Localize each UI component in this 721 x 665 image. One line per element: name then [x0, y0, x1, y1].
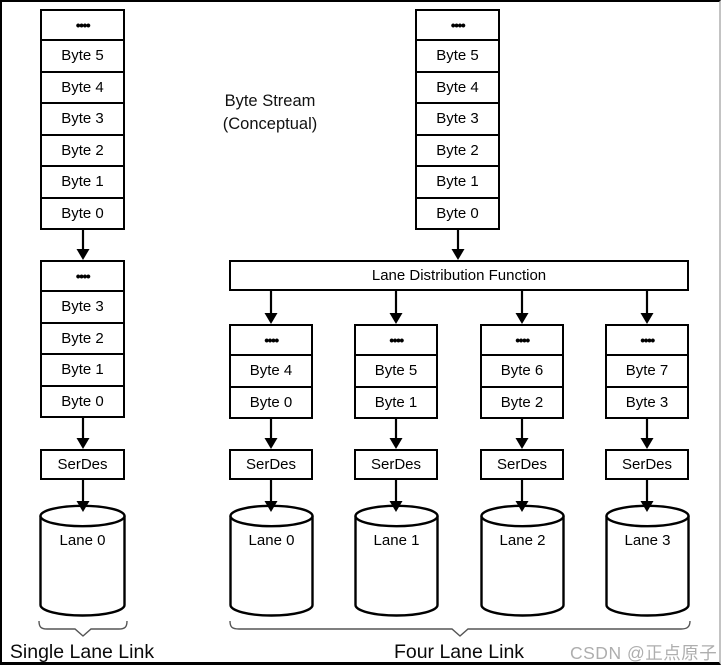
lane-distribution-box: Lane Distribution Function — [229, 260, 689, 291]
arrow-down-icon — [264, 417, 278, 449]
byte-cell: Byte 3 — [607, 385, 687, 418]
arrow-down-icon — [451, 228, 464, 260]
ellipsis-icon: •••• — [450, 17, 466, 33]
byte-cell: Byte 4 — [231, 354, 311, 386]
arrow-down-icon — [389, 478, 403, 512]
arrow-down-icon — [76, 478, 89, 512]
ellipsis-icon: •••• — [264, 332, 279, 348]
byte-cell: Byte 2 — [417, 133, 498, 166]
lane-cylinder-1 — [354, 504, 439, 617]
byte-cell: Byte 1 — [42, 353, 123, 385]
serdes-box-lane3: SerDes — [605, 449, 689, 480]
underbrace-single — [38, 620, 128, 637]
ellipsis-icon: •••• — [515, 332, 530, 348]
caption-four-lane-link: Four Lane Link — [393, 641, 525, 663]
single-lane-buffer-stack: •••• Byte 3 Byte 2 Byte 1 Byte 0 — [40, 260, 125, 418]
byte-cell: Byte 0 — [42, 196, 123, 229]
byte-cell: Byte 2 — [42, 133, 123, 166]
serdes-box-single: SerDes — [40, 449, 125, 480]
byte-stream-caption-line1: Byte Stream — [224, 92, 316, 110]
byte-cell: Byte 5 — [42, 39, 123, 71]
byte-cell: Byte 3 — [417, 102, 498, 134]
byte-cell: Byte 3 — [42, 102, 123, 134]
byte-cell: Byte 7 — [607, 354, 687, 386]
ellipsis-icon: •••• — [75, 17, 91, 33]
byte-cell: Byte 4 — [42, 70, 123, 103]
byte-cell: Byte 2 — [482, 385, 562, 418]
lane-label-single: Lane 0 — [59, 532, 106, 549]
arrow-down-icon — [264, 478, 278, 512]
byte-stream-caption: Byte Stream (Conceptual) — [190, 90, 350, 136]
arrow-down-icon — [515, 417, 529, 449]
lane-label-0: Lane 0 — [248, 532, 295, 549]
byte-cell: Byte 4 — [417, 70, 498, 103]
arrow-down-icon — [389, 417, 403, 449]
byte-cell: Byte 1 — [356, 385, 436, 418]
ellipsis-icon: •••• — [640, 332, 655, 348]
lane-label-1: Lane 1 — [373, 532, 420, 549]
lane-cylinder-0 — [229, 504, 314, 617]
byte-cell: Byte 0 — [42, 384, 123, 417]
lane3-buffer-stack: •••• Byte 7 Byte 3 — [605, 324, 689, 419]
byte-cell: Byte 5 — [417, 39, 498, 71]
serdes-box-lane2: SerDes — [480, 449, 564, 480]
ellipsis-icon: •••• — [389, 332, 404, 348]
byte-cell: Byte 6 — [482, 354, 562, 386]
byte-cell: Byte 3 — [42, 290, 123, 322]
lane-label-2: Lane 2 — [499, 532, 546, 549]
byte-cell: Byte 1 — [42, 165, 123, 197]
byte-cell: Byte 5 — [356, 354, 436, 386]
lane1-buffer-stack: •••• Byte 5 Byte 1 — [354, 324, 438, 419]
lane-cylinder-single — [39, 504, 126, 617]
underbrace-four — [229, 620, 691, 637]
arrow-down-icon — [640, 289, 654, 324]
byte-cell: Byte 1 — [417, 165, 498, 197]
arrow-down-icon — [515, 478, 529, 512]
lane-cylinder-2 — [480, 504, 565, 617]
ellipsis-icon: •••• — [75, 268, 91, 284]
lane-cylinder-3 — [605, 504, 690, 617]
arrow-down-icon — [515, 289, 529, 324]
arrow-down-icon — [389, 289, 403, 324]
single-lane-stream-stack: •••• Byte 5 Byte 4 Byte 3 Byte 2 Byte 1 … — [40, 9, 125, 230]
byte-cell: Byte 0 — [231, 385, 311, 418]
lane-label-3: Lane 3 — [624, 532, 671, 549]
serdes-box-lane1: SerDes — [354, 449, 438, 480]
serdes-box-lane0: SerDes — [229, 449, 313, 480]
arrow-down-icon — [640, 417, 654, 449]
arrow-down-icon — [264, 289, 278, 324]
lane2-buffer-stack: •••• Byte 6 Byte 2 — [480, 324, 564, 419]
arrow-down-icon — [76, 228, 89, 260]
caption-single-lane-link: Single Lane Link — [9, 641, 155, 663]
arrow-down-icon — [640, 478, 654, 512]
watermark: CSDN @正点原子 — [570, 643, 718, 663]
byte-stream-caption-line2: (Conceptual) — [222, 115, 318, 133]
arrow-down-icon — [76, 416, 89, 449]
byte-cell: Byte 0 — [417, 196, 498, 229]
lane0-buffer-stack: •••• Byte 4 Byte 0 — [229, 324, 313, 419]
byte-cell: Byte 2 — [42, 321, 123, 354]
four-lane-stream-stack: •••• Byte 5 Byte 4 Byte 3 Byte 2 Byte 1 … — [415, 9, 500, 230]
